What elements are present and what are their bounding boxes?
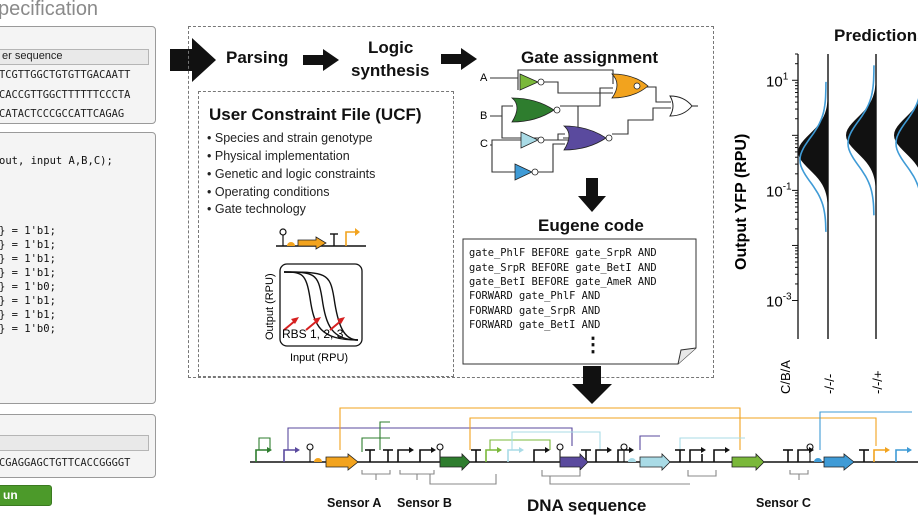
nor-gate-purple-icon (562, 125, 607, 151)
eugene-line-5: FORWARD gate_SrpR AND (469, 305, 601, 317)
ucf-bullet-3: • Genetic and logic constraints (207, 167, 376, 181)
spec-title: pecification (0, 0, 99, 20)
input-a-label: A (480, 72, 488, 84)
predictions-title: Predictions (834, 26, 918, 45)
eugene-line-3: gate_BetI BEFORE gate_AmeR AND (469, 276, 657, 288)
step-gate-assignment: Gate assignment (521, 48, 658, 67)
sequence-line-3: CATACTCCCGCCATTCAGAG (0, 108, 125, 120)
ucf-box (198, 91, 454, 377)
plot-xlabel: Input (RPU) (290, 352, 348, 364)
arrow-down-icon (578, 178, 606, 212)
not-gate-lightblue-icon (520, 131, 539, 149)
verilog-line-4: } = 1'b1; (0, 267, 56, 279)
run-button[interactable]: un (0, 485, 52, 506)
x-tick-label: -/-/- (822, 374, 837, 394)
response-plot: RBS 1, 2, 3 Output (RPU) Input (RPU) (264, 263, 363, 364)
verilog-line-2: } = 1'b1; (0, 239, 56, 251)
sequence-line-2: CACCGTTGGCTTTTTTCCCTA (0, 89, 131, 101)
output-sequence-line: CGAGGAGCTGTTCACCGGGGT (0, 457, 131, 469)
verilog-line-7: } = 1'b1; (0, 309, 56, 321)
eugene-line-4: FORWARD gate_PhlF AND (469, 290, 601, 302)
step-parsing: Parsing (226, 48, 289, 67)
eugene-code-sheet (462, 238, 697, 365)
pipeline-box (188, 26, 714, 378)
or-gate-icon (669, 95, 693, 117)
input-c-label: C (480, 138, 488, 150)
eugene-line-6: FORWARD gate_BetI AND (469, 319, 601, 331)
sensor-a-label: Sensor A (327, 496, 382, 510)
nor-gate-darkgreen-icon (510, 97, 555, 123)
dna-sequence-title: DNA sequence (527, 496, 647, 515)
y-tick-label: 10-1 (766, 181, 792, 200)
prediction-distribution (846, 54, 877, 339)
run-button-label: un (3, 488, 18, 502)
step-logic: Logic (368, 38, 414, 57)
sequence-label: er sequence (2, 50, 63, 62)
output-sequence-panel: CGAGGAGCTGTTCACCGGGGT (0, 414, 156, 478)
verilog-line-3: } = 1'b1; (0, 253, 56, 265)
arrow-down-icon (572, 366, 612, 404)
sensor-b-label: Sensor B (397, 496, 452, 510)
sequence-line-1: TCGTTGGCTGTGTTGACAATT (0, 69, 131, 81)
plot-ylabel: Output (RPU) (264, 273, 276, 340)
prediction-distribution (894, 98, 918, 189)
verilog-line-1: } = 1'b1; (0, 225, 56, 237)
entry-arrow-icon (170, 38, 216, 82)
y-tick-label: 10-3 (766, 292, 792, 311)
verilog-panel: out, input A,B,C); } = 1'b1; } = 1'b1; }… (0, 132, 156, 404)
verilog-line-6: } = 1'b1; (0, 295, 56, 307)
y-tick-label: 101 (766, 71, 789, 90)
arrow-right-icon (441, 48, 477, 70)
nor-gate-orange-icon (611, 73, 649, 99)
ucf-title: User Constraint File (UCF) (209, 105, 422, 124)
not-gate-blue-icon (514, 163, 533, 181)
eugene-line-2: gate_SrpR BEFORE gate_BetI AND (469, 262, 657, 274)
ucf-bullet-5: • Gate technology (207, 202, 306, 216)
eugene-title: Eugene code (538, 216, 644, 235)
sequence-label-field[interactable]: er sequence (0, 49, 149, 65)
gate-construct-icon (276, 228, 366, 250)
ucf-bullet-4: • Operating conditions (207, 185, 330, 199)
verilog-line-5: } = 1'b0; (0, 281, 56, 293)
predictions-ylabel: Output YFP (RPU) (733, 134, 750, 270)
not-gate-green-icon (519, 73, 539, 91)
verilog-header: out, input A,B,C); (0, 155, 113, 167)
dna-construct (250, 407, 918, 485)
sensor-c-label: Sensor C (756, 496, 811, 510)
eugene-ellipsis: ⋮ (583, 334, 603, 356)
prediction-distribution (798, 54, 829, 339)
ucf-bullet-2: • Physical implementation (207, 149, 350, 163)
verilog-line-8: } = 1'b0; (0, 323, 56, 335)
sequence-panel: er sequence TCGTTGGCTGTGTTGACAATT CACCGT… (0, 26, 156, 124)
logic-circuit: A B C (480, 69, 698, 181)
output-sequence-field[interactable] (0, 435, 149, 451)
predictions-chart: Output YFP (RPU) 101 10-1 10-3 C/B/A -/-/- -… (733, 53, 918, 394)
eugene-line-1: gate_PhlF BEFORE gate_SrpR AND (469, 247, 657, 259)
ucf-bullet-1: • Species and strain genotype (207, 131, 373, 145)
x-tick-label: -/-/+ (870, 371, 885, 394)
arrow-right-icon (303, 49, 339, 71)
input-b-label: B (480, 110, 487, 122)
step-synthesis: synthesis (351, 61, 430, 80)
x-tick-label: C/B/A (778, 360, 793, 394)
rbs-label: RBS 1, 2, 3 (282, 327, 344, 341)
